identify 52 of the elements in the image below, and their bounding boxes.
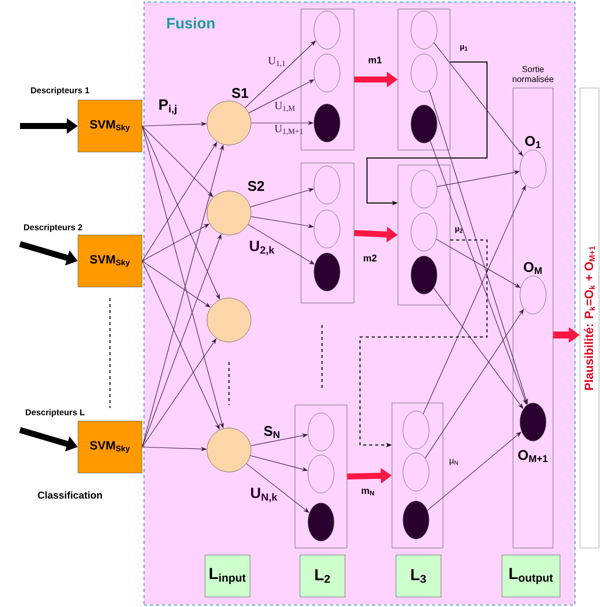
layer-label-box: L$_{output}$	[502, 554, 560, 598]
text-label: U$_{N,k}$	[251, 488, 278, 502]
edge-label: µ$_{2}$	[455, 227, 462, 233]
neuron	[410, 54, 438, 92]
neuron	[314, 252, 340, 292]
neuron	[402, 500, 430, 540]
neuron	[410, 104, 438, 144]
neuron	[308, 412, 334, 452]
result-box: Plausibilité: P$_{k}$=O$_{k}$ + O$_{M+1}$	[580, 88, 600, 548]
neuron	[410, 170, 438, 208]
neuron-label: O$_{1}$	[525, 136, 541, 148]
neuron	[308, 454, 334, 494]
edge-label: U$_{1,M}$	[274, 102, 295, 112]
classifier-box: SVM$_{Sky}$	[78, 420, 142, 474]
text-label: P$_{i,j}$	[159, 99, 176, 115]
edge-label: m1	[368, 56, 382, 64]
edge-label: m2	[364, 254, 376, 262]
neuron	[308, 502, 334, 542]
neuron	[402, 410, 430, 450]
text-label: U$_{2,k}$	[250, 240, 274, 256]
input-neuron	[206, 298, 252, 342]
neuron	[314, 210, 340, 248]
edge-label: Descripteurs L	[26, 409, 84, 417]
neuron	[402, 452, 430, 492]
column-heading: µ$_{N}$	[450, 458, 458, 466]
neuron	[314, 166, 340, 204]
layer-label-box: L$_{2}$	[300, 554, 346, 598]
edge-label: µ$_{1}$	[460, 45, 468, 51]
neuron	[410, 256, 438, 294]
neuron-label: S$_{N}$	[264, 426, 280, 438]
edge-label: m$_{N}$	[362, 488, 374, 496]
neuron-label: O$_{M+1}$	[518, 450, 548, 462]
neuron	[410, 10, 438, 50]
column-heading: Sortie normalisée	[512, 66, 554, 82]
edge-label: Descripteurs 1	[31, 87, 90, 95]
neuron	[410, 212, 438, 252]
neuron	[314, 54, 340, 92]
neuron-label: S1	[232, 88, 248, 98]
neuron-label: S2	[248, 181, 264, 191]
layer-label-box: L$_{input}$	[204, 554, 250, 598]
arrow	[244, 40, 316, 108]
text-label: Classification	[38, 491, 102, 499]
edge-label: U$_{1,1}$	[268, 57, 286, 68]
edge-label: U$_{1,M+1}$	[274, 125, 303, 136]
layer-label-box: L$_{3}$	[396, 554, 442, 598]
classifier-box: SVM$_{Sky}$	[78, 100, 142, 152]
neuron	[314, 104, 340, 142]
edge-label: Descripteurs 2	[24, 224, 82, 232]
classifier-box: SVM$_{Sky}$	[78, 234, 142, 288]
neuron	[314, 10, 340, 50]
neuron-label: O$_{M}$	[524, 262, 542, 274]
arrow	[433, 288, 524, 409]
